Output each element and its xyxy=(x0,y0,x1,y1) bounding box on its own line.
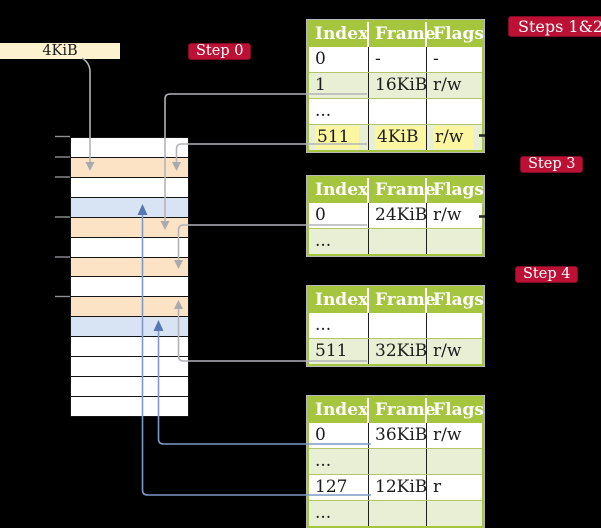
cell-index: 0 xyxy=(309,423,369,448)
highlight-mark: r/w xyxy=(433,126,474,149)
memory-row-empty-frame xyxy=(71,376,188,396)
cell-index: ... xyxy=(309,313,369,338)
header-index: Index xyxy=(309,398,369,423)
header-frame: Frame xyxy=(369,22,436,47)
table-header-row: Index Frame Flags xyxy=(309,178,484,203)
cell-frame xyxy=(369,449,427,474)
cell-flags xyxy=(427,313,482,338)
cell-index: 127 xyxy=(309,475,369,500)
cell-flags xyxy=(427,99,482,124)
table-header-row: Index Frame Flags xyxy=(309,288,484,313)
cell-flags: r/w xyxy=(427,125,482,150)
cell-index: ... xyxy=(309,501,369,526)
page-table-last-level: Index Frame Flags 0 36KiB r/w ... 127 12… xyxy=(307,396,484,528)
table-header-row: Index Frame Flags xyxy=(309,22,484,47)
cell-index: 511 xyxy=(309,125,369,150)
header-flags: Flags xyxy=(433,24,484,44)
table-row: 0 - - xyxy=(309,47,482,72)
badge-step-0: Step 0 xyxy=(188,43,252,60)
cell-index: 1 xyxy=(309,73,369,98)
cell-flags: r/w xyxy=(433,75,462,95)
cell-frame xyxy=(369,99,427,124)
memory-row-empty-frame xyxy=(71,336,188,357)
memory-row-page-table-frame xyxy=(71,216,188,237)
root-frame-pointer-box: 4KiB xyxy=(0,43,120,59)
header-index: Index xyxy=(309,22,369,47)
highlight-mark: 4KiB xyxy=(375,126,426,149)
header-flags: Flags xyxy=(433,290,484,310)
memory-row-empty-frame xyxy=(71,395,188,416)
header-frame: Frame xyxy=(369,288,436,313)
memory-row-mapped-frame xyxy=(71,316,188,337)
page-table-step-4: Index Frame Flags ... 511 32KiB r/w xyxy=(307,286,484,366)
memory-row-page-table-frame xyxy=(71,156,188,177)
cell-frame: 16KiB xyxy=(369,73,427,98)
header-frame: Frame xyxy=(369,398,436,423)
table-row: ... xyxy=(309,228,482,254)
table-row: 127 12KiB r xyxy=(309,474,482,500)
badge-step-3: Step 3 xyxy=(520,156,584,173)
cell-frame: 12KiB xyxy=(369,475,427,500)
memory-row-page-table-frame xyxy=(71,296,188,317)
table-header-row: Index Frame Flags xyxy=(309,398,484,423)
header-flags: Flags xyxy=(433,180,484,200)
cell-frame: 24KiB xyxy=(369,203,427,228)
table-row: ... xyxy=(309,98,482,124)
cell-frame: 4KiB xyxy=(369,125,427,150)
cell-flags xyxy=(427,501,482,526)
header-index: Index xyxy=(309,178,369,203)
header-flags: Flags xyxy=(433,400,484,420)
memory-column xyxy=(70,137,189,417)
memory-row-empty-frame xyxy=(71,356,188,377)
badge-steps-1-2: Steps 1&2 xyxy=(508,16,601,37)
address-tick-marks xyxy=(55,135,70,298)
memory-row-page-table-frame xyxy=(71,256,188,277)
cell-frame xyxy=(369,313,427,338)
memory-row-empty-frame xyxy=(71,276,188,297)
table-row: ... xyxy=(309,448,482,474)
cell-index: 511 xyxy=(309,339,369,364)
table-row: ... xyxy=(309,500,482,526)
cell-frame: 32KiB xyxy=(369,339,427,364)
memory-row-empty-frame xyxy=(71,236,188,257)
cell-index: 0 xyxy=(309,47,369,72)
table-row: 0 24KiB r/w xyxy=(309,203,482,228)
cell-index: ... xyxy=(309,229,369,254)
table-row: 0 36KiB r/w xyxy=(309,423,482,448)
memory-row-empty-frame xyxy=(71,176,188,197)
cell-flags: r xyxy=(433,477,442,497)
cell-flags xyxy=(427,229,482,254)
cell-frame xyxy=(369,501,427,526)
header-frame: Frame xyxy=(369,178,436,203)
memory-row-mapped-frame xyxy=(71,196,188,217)
table-row: 1 16KiB r/w xyxy=(309,72,482,98)
cell-frame: 36KiB xyxy=(369,423,427,448)
cell-flags: r/w xyxy=(433,425,462,445)
cell-index: 0 xyxy=(309,203,369,228)
table-row: ... xyxy=(309,313,482,338)
cell-flags xyxy=(427,449,482,474)
header-index: Index xyxy=(309,288,369,313)
cell-flags: r/w xyxy=(433,341,462,361)
highlight-mark: 511 xyxy=(315,126,360,149)
cell-flags: - xyxy=(433,49,439,69)
cell-index: ... xyxy=(309,99,369,124)
cell-flags: r/w xyxy=(433,205,462,225)
badge-step-4: Step 4 xyxy=(515,266,579,283)
memory-row-empty-frame xyxy=(71,138,188,157)
cell-index: ... xyxy=(309,449,369,474)
page-table-step-3: Index Frame Flags 0 24KiB r/w ... xyxy=(307,176,484,256)
page-table-steps-1-2: Index Frame Flags 0 - - 1 16KiB r/w ... … xyxy=(307,20,484,152)
cell-frame: - xyxy=(369,47,427,72)
table-row: 511 32KiB r/w xyxy=(309,338,482,364)
cell-frame xyxy=(369,229,427,254)
table-row-highlighted: 511 4KiB r/w xyxy=(309,124,482,150)
